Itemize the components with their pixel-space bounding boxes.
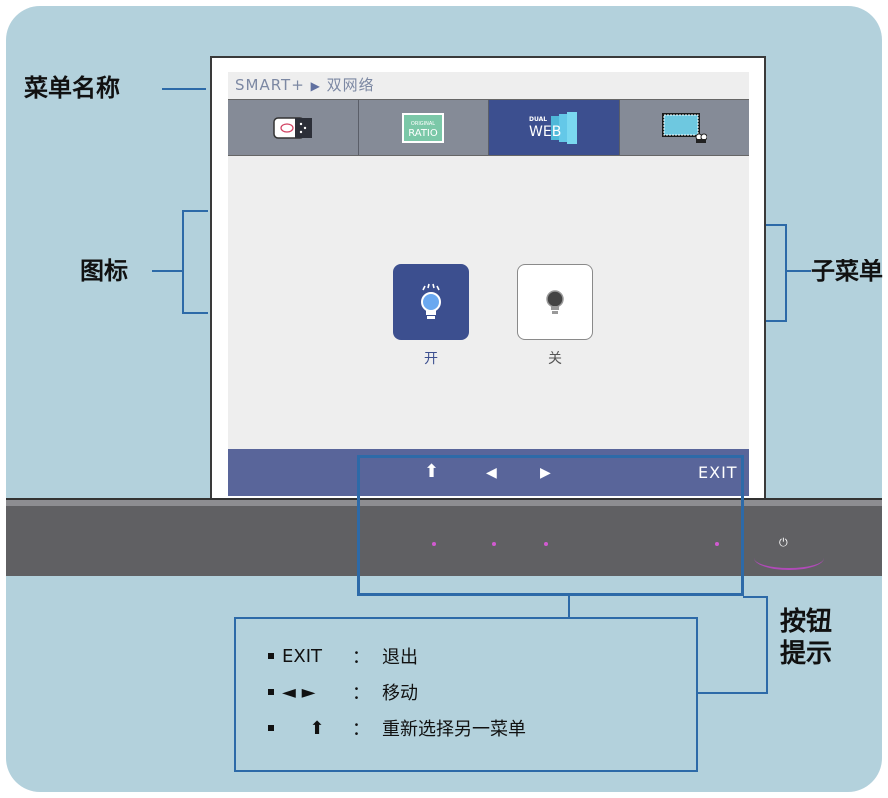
hint-connector-vertical [568, 595, 570, 618]
osd-menu: SMART+ ▶ 双网络 ORIGINAL RATIO DU [228, 72, 749, 496]
legend-desc: 移动 [382, 683, 418, 704]
hint-right-connector-top [743, 596, 767, 598]
original-ratio-label: RATIO [408, 128, 438, 139]
right-arrow-icon[interactable]: ▶ [540, 465, 551, 481]
bracket-icons-bottom [182, 312, 208, 314]
back-arrow-icon[interactable]: ⬆ [424, 461, 440, 482]
power-indicator-arc [754, 546, 824, 570]
legend-desc: 重新选择另一菜单 [382, 719, 526, 740]
original-ratio-small-label: ORIGINAL [411, 121, 435, 127]
callout-line-menu-name [162, 88, 206, 90]
left-arrow-icon[interactable]: ◀ [486, 465, 497, 481]
legend-separator: ： [352, 719, 370, 740]
monitor-bezel [6, 498, 882, 576]
legend-row-move: ◄ ► ： 移动 [268, 679, 418, 705]
breadcrumb-root: SMART+ [235, 76, 305, 94]
bracket-submenu-bottom [765, 320, 787, 322]
tab-smart-energy[interactable] [228, 100, 359, 155]
button-hint-highlight [357, 455, 744, 596]
exit-button[interactable]: EXIT [698, 463, 738, 482]
light-bulb-off-icon [546, 290, 564, 314]
callout-menu-name: 菜单名称 [24, 74, 120, 102]
bracket-icons-vertical [182, 210, 184, 314]
option-on-label: 开 [424, 351, 438, 367]
bracket-icons-top [182, 210, 208, 212]
callout-submenu: 子菜单 [811, 259, 883, 283]
button-led-exit[interactable] [715, 542, 719, 546]
original-ratio-icon: ORIGINAL RATIO [402, 112, 445, 143]
osd-breadcrumb: SMART+ ▶ 双网络 [228, 72, 749, 99]
cinema-mode-icon [662, 112, 708, 143]
legend-separator: ： [352, 647, 370, 668]
legend-key: ◄ ► [282, 681, 316, 703]
legend-desc: 退出 [382, 647, 418, 668]
light-bulb-on-icon [421, 283, 441, 319]
option-off-label: 关 [548, 351, 562, 367]
legend-separator: ： [352, 683, 370, 704]
legend-row-exit: EXIT ： 退出 [268, 643, 418, 669]
callout-icons: 图标 [80, 257, 128, 285]
hint-right-connector-bottom [698, 692, 768, 694]
option-off-button[interactable] [517, 264, 593, 340]
bezel-highlight [6, 500, 882, 506]
button-led-right[interactable] [544, 542, 548, 546]
dual-web-icon: DUAL WEB [529, 111, 577, 144]
dual-web-label: WEB [529, 124, 561, 140]
bullet-icon [268, 725, 274, 731]
legend-row-reselect: ⬆ ： 重新选择另一菜单 [268, 715, 526, 741]
bracket-submenu-top [765, 224, 787, 226]
button-led-left[interactable] [492, 542, 496, 546]
bracket-submenu-vertical [785, 224, 787, 322]
legend-key: ⬆ [309, 717, 325, 739]
legend-box: EXIT ： 退出 ◄ ► ： 移动 ⬆ ： 重新选择另一菜单 [234, 617, 698, 772]
smart-energy-icon [273, 116, 312, 139]
tab-cinema-mode[interactable] [619, 100, 749, 155]
option-on-button[interactable] [393, 264, 469, 340]
osd-body: 开 关 [228, 156, 749, 449]
hint-right-connector-vertical [766, 596, 768, 694]
dual-web-small-label: DUAL [529, 116, 547, 123]
tab-dual-web[interactable]: DUAL WEB [489, 100, 620, 155]
bullet-icon [268, 653, 274, 659]
callout-button-hint-line1: 按钮 [780, 607, 833, 637]
callout-button-hint-line2: 提示 [780, 639, 833, 669]
bullet-icon [268, 689, 274, 695]
callout-line-submenu [785, 270, 811, 272]
legend-key: EXIT [282, 645, 323, 667]
breadcrumb-arrow-icon: ▶ [310, 79, 321, 93]
button-led-back[interactable] [432, 542, 436, 546]
callout-line-icons [152, 270, 184, 272]
tab-original-ratio[interactable]: ORIGINAL RATIO [358, 100, 489, 155]
osd-tabs: ORIGINAL RATIO DUAL WEB [228, 99, 749, 156]
breadcrumb-item: 双网络 [326, 76, 375, 94]
power-icon[interactable]: ⏻ [779, 536, 788, 549]
